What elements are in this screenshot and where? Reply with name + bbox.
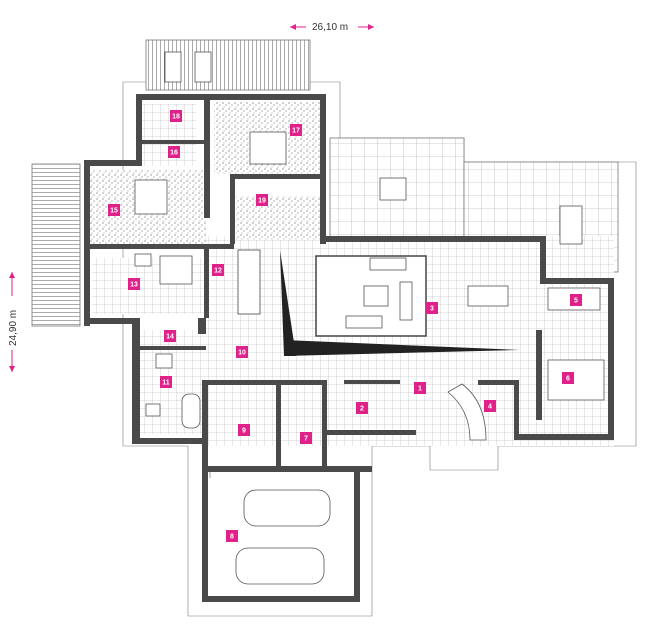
room-label-1: 1	[414, 382, 426, 394]
room-label-12: 12	[212, 264, 224, 276]
room-number: 10	[238, 350, 246, 357]
room-number: 9	[242, 428, 246, 435]
room-label-5: 5	[570, 294, 582, 306]
staircase	[237, 249, 520, 356]
room-label-9: 9	[238, 424, 250, 436]
room-number: 8	[230, 534, 234, 541]
room-number: 2	[360, 406, 364, 413]
room-label-10: 10	[236, 346, 248, 358]
height-dimension-label: 24,90 m	[8, 310, 19, 346]
room-number: 1	[418, 386, 422, 393]
room-number: 15	[110, 208, 118, 215]
room-number: 18	[172, 114, 180, 121]
room-label-18: 18	[170, 110, 182, 122]
room-label-6: 6	[562, 372, 574, 384]
room-number: 14	[166, 334, 174, 341]
width-dimension: 26,10 m	[290, 22, 374, 33]
room-number: 13	[130, 282, 138, 289]
room-number: 5	[574, 298, 578, 305]
room-number: 16	[170, 150, 178, 157]
room-label-14: 14	[164, 330, 176, 342]
room-label-3: 3	[426, 302, 438, 314]
room-label-16: 16	[168, 146, 180, 158]
room-label-17: 17	[290, 124, 302, 136]
room-number: 3	[430, 306, 434, 313]
room-label-4: 4	[484, 400, 496, 412]
room-number: 12	[214, 268, 222, 275]
wardrobe-19-floor	[236, 196, 324, 240]
room-label-15: 15	[108, 204, 120, 216]
room-number: 11	[162, 380, 170, 387]
room-number: 6	[566, 376, 570, 383]
room-label-7: 7	[300, 432, 312, 444]
room-number: 4	[488, 404, 492, 411]
width-dimension-label: 26,10 m	[312, 22, 348, 33]
height-dimension: 24,90 m	[8, 272, 19, 372]
deck-chairs	[164, 51, 212, 83]
room-label-19: 19	[256, 194, 268, 206]
room-label-13: 13	[128, 278, 140, 290]
room-number: 19	[258, 198, 266, 205]
room-label-11: 11	[160, 376, 172, 388]
room-label-2: 2	[356, 402, 368, 414]
walls	[84, 94, 614, 602]
bath-18-floor	[140, 104, 196, 140]
furniture	[134, 131, 605, 585]
room-number: 17	[292, 128, 300, 135]
room-number: 7	[304, 436, 308, 443]
room-label-8: 8	[226, 530, 238, 542]
left-deck	[31, 163, 81, 327]
